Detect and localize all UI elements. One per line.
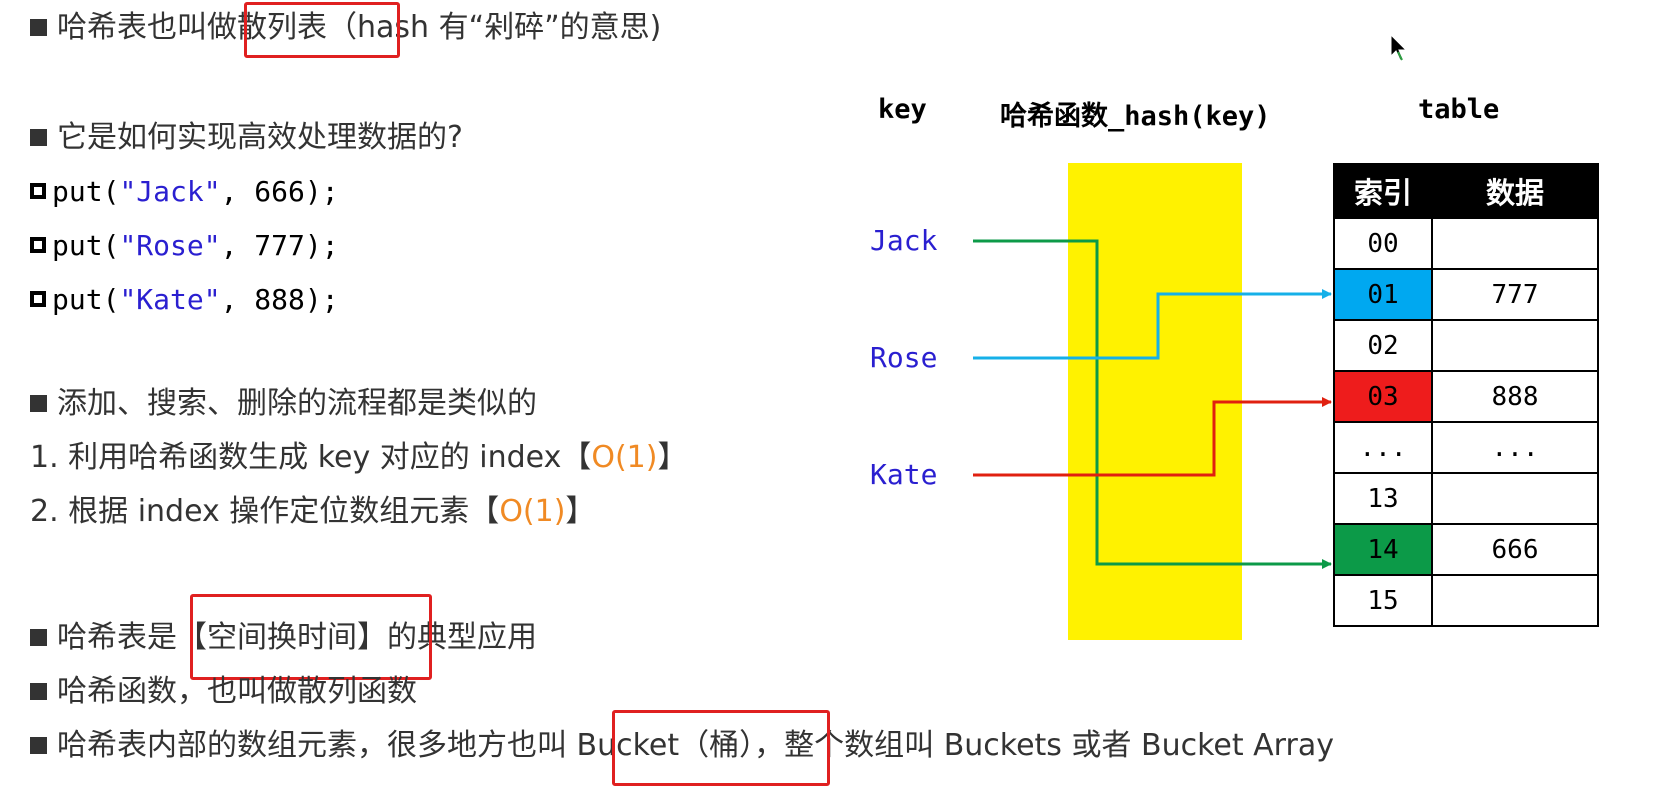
value-cell: 777 [1431,268,1599,321]
key-column-label: key [878,94,927,125]
table-label: table [1418,94,1500,125]
value-cell [1431,217,1599,270]
step-2: 2. 根据 index 操作定位数组元素【O(1)】 [30,494,596,529]
mouse-cursor-icon [1390,34,1408,61]
hash-function-label: 哈希函数_hash(key) [1000,101,1271,132]
index-cell: 01 [1333,268,1433,321]
table-row: 00 [1333,217,1599,270]
highlight-box-space-for-time [190,594,432,680]
question-line: 它是如何实现高效处理数据的? [30,118,463,158]
process-line: 添加、搜索、删除的流程都是类似的 [30,384,537,424]
value-cell [1431,472,1599,525]
table-row: 13 [1333,472,1599,525]
bullet-square-icon [30,629,47,646]
bullet-hollow-square-icon [30,183,46,199]
header-data: 数据 [1431,163,1599,219]
arrow-rose-to-01 [973,289,1332,360]
value-cell: ... [1431,421,1599,474]
bucket-line: 哈希表内部的数组元素，很多地方也叫 Bucket（桶），整个数组叫 Bucket… [30,726,1334,766]
bullet-square-icon [30,395,47,412]
index-cell: 14 [1333,523,1433,576]
arrow-kate-to-03 [973,397,1332,477]
table-header-row: 索引 数据 [1333,163,1599,219]
space-for-time-line: 哈希表是【空间换时间】的典型应用 [30,618,537,658]
index-cell: 15 [1333,574,1433,627]
key-rose: Rose [870,341,938,374]
value-cell [1431,574,1599,627]
index-cell: 03 [1333,370,1433,423]
intro-line: 哈希表也叫做散列表（hash 有“剁碎”的意思) [30,8,661,48]
bullet-square-icon [30,129,47,146]
table-row: 15 [1333,574,1599,627]
bullet-square-icon [30,737,47,754]
index-cell: ... [1333,421,1433,474]
index-cell: 13 [1333,472,1433,525]
bullet-square-icon [30,19,47,36]
arrow-jack-to-14 [973,239,1332,569]
value-cell: 888 [1431,370,1599,423]
put-line-jack: put("Jack", 666); [30,172,339,212]
put-line-kate: put("Kate", 888); [30,280,339,320]
hash-function-line: 哈希函数，也叫做散列函数 [30,672,417,712]
table-row: 02 [1333,319,1599,372]
bullet-hollow-square-icon [30,237,46,253]
step-1: 1. 利用哈希函数生成 key 对应的 index【O(1)】 [30,440,688,475]
put-line-rose: put("Rose", 777); [30,226,339,266]
highlight-box-scatter-table [244,2,400,58]
key-jack: Jack [870,224,938,257]
bullet-hollow-square-icon [30,291,46,307]
header-index: 索引 [1333,163,1433,219]
bullet-square-icon [30,683,47,700]
index-cell: 00 [1333,217,1433,270]
value-cell: 666 [1431,523,1599,576]
table-row: ...... [1333,421,1599,474]
value-cell [1431,319,1599,372]
index-cell: 02 [1333,319,1433,372]
key-kate: Kate [870,458,938,491]
